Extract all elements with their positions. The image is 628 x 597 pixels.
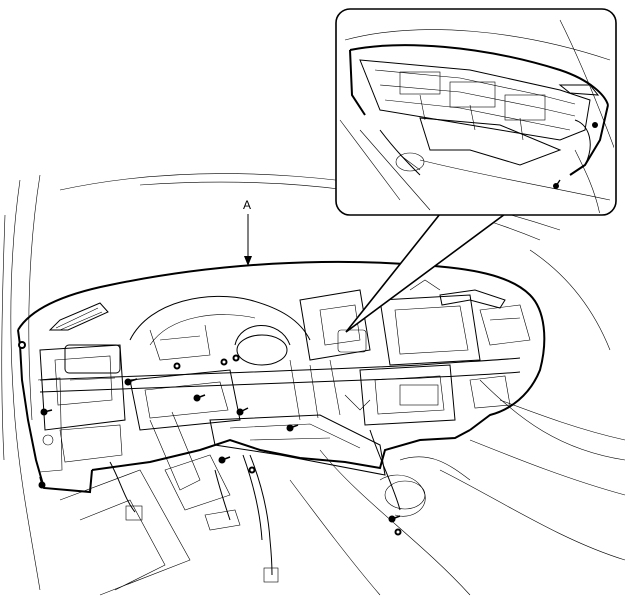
bolt-icon bbox=[232, 354, 240, 362]
dashboard-illustration bbox=[17, 260, 546, 583]
bolt-icon bbox=[236, 407, 249, 416]
bolt-icon bbox=[193, 394, 206, 402]
callout-a: A bbox=[243, 198, 252, 266]
bolt-icon bbox=[124, 378, 138, 386]
bolt-icon bbox=[286, 424, 299, 432]
callout-label-a: A bbox=[243, 198, 251, 212]
bolt-icon bbox=[40, 408, 53, 416]
bolt-icon bbox=[394, 528, 402, 536]
bolt-icon bbox=[173, 362, 181, 370]
bolt-group bbox=[18, 341, 402, 536]
bolt-icon bbox=[18, 341, 26, 349]
detail-inset-illustration bbox=[335, 8, 617, 216]
bolt-icon bbox=[220, 358, 228, 366]
bolt-icon bbox=[248, 466, 256, 474]
bolt-icon bbox=[218, 456, 231, 464]
bolt-icon bbox=[38, 476, 46, 489]
bolt-icon bbox=[388, 515, 401, 523]
